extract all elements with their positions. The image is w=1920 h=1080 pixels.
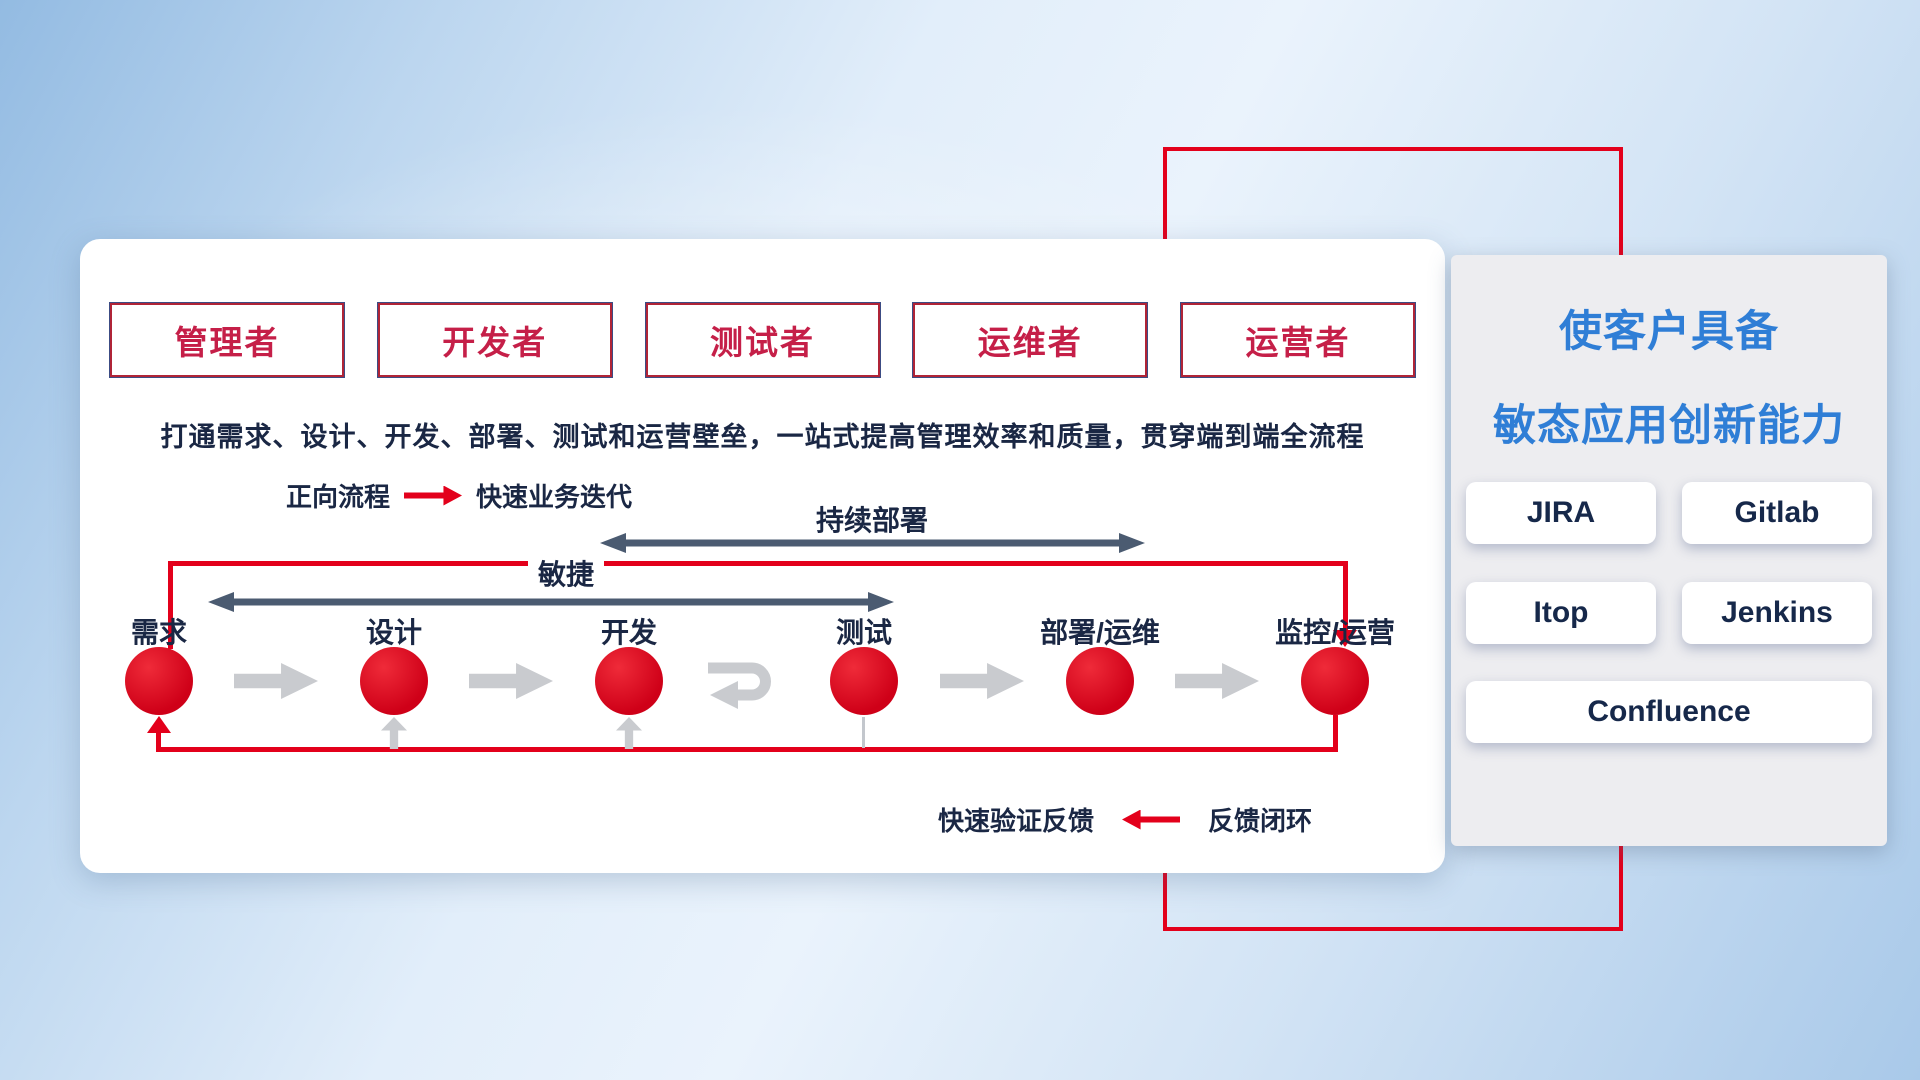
feedback-loop-arrowhead-icon	[147, 716, 171, 733]
feedback-connector-line	[862, 717, 865, 748]
stage-label-deploy-ops: 部署/运维	[1040, 617, 1160, 648]
role-box-manager: 管理者	[110, 303, 344, 377]
tool-jenkins: Jenkins	[1682, 582, 1872, 644]
tool-label: Jenkins	[1721, 596, 1833, 629]
flow-arrow-icon	[940, 663, 1024, 699]
feedback-label: 反馈闭环	[1208, 806, 1313, 836]
stage-node-testing	[830, 647, 898, 715]
stage-node-deploy-ops	[1066, 647, 1134, 715]
agile-label: 敏捷	[527, 553, 605, 593]
role-label: 测试者	[710, 324, 815, 361]
agile-arrow-icon	[208, 592, 894, 612]
feedback-desc: 快速验证反馈	[938, 806, 1095, 836]
tool-label: Confluence	[1587, 695, 1751, 728]
role-label: 管理者	[174, 324, 280, 361]
feedback-loop-bottom-line	[156, 747, 1338, 752]
tool-label: Gitlab	[1734, 496, 1820, 529]
forward-flow-label: 正向流程	[286, 482, 391, 512]
feedback-up-arrow-icon	[381, 717, 407, 749]
feedback-up-arrow-icon	[616, 717, 642, 749]
continuous-deployment-label: 持续部署	[815, 505, 929, 536]
capability-title-line1: 使客户具备	[1559, 308, 1779, 356]
stage-label-testing: 测试	[835, 617, 893, 648]
forward-loop-arrowhead-icon	[1333, 630, 1357, 647]
stage-label-requirement: 需求	[130, 617, 188, 648]
stage-label-monitor-operation: 监控/运营	[1275, 617, 1395, 648]
feedback-legend: 快速验证反馈 反馈闭环	[938, 801, 1312, 838]
forward-flow-legend: 正向流程 快速业务迭代	[286, 477, 632, 514]
flow-arrow-icon	[234, 663, 318, 699]
stage-label-development: 开发	[600, 617, 658, 648]
iteration-loop-arrow-icon	[708, 662, 771, 709]
capability-title-line2: 敏态应用创新能力	[1493, 402, 1845, 450]
feedback-loop-right-line	[1333, 715, 1338, 752]
stage-node-monitor-operation	[1301, 647, 1369, 715]
forward-arrow-icon	[404, 485, 463, 506]
tool-gitlab: Gitlab	[1682, 482, 1872, 544]
capability-panel: 使客户具备 敏态应用创新能力 JIRA Gitlab Itop Jenkins …	[1451, 255, 1887, 846]
role-label: 运营者	[1245, 324, 1351, 361]
forward-loop-right-line	[1343, 561, 1348, 631]
flow-arrow-icon	[1175, 663, 1259, 699]
stage-node-requirement	[125, 647, 193, 715]
tool-itop: Itop	[1466, 582, 1656, 644]
role-label: 运维者	[977, 324, 1083, 361]
role-label: 开发者	[442, 324, 548, 361]
role-box-operator: 运营者	[1181, 303, 1415, 377]
stage-node-development	[595, 647, 663, 715]
stage-label-design: 设计	[365, 617, 423, 648]
continuous-deployment-arrow-icon	[600, 533, 1145, 553]
feedback-loop-left-line	[156, 732, 161, 752]
devops-flow-panel: 管理者 开发者 测试者 运维者 运营者 打通需求、设计、开发、部署、测试和运营壁…	[80, 239, 1445, 873]
panel-subtitle: 打通需求、设计、开发、部署、测试和运营壁垒，一站式提高管理效率和质量，贯穿端到端…	[160, 422, 1365, 452]
role-box-tester: 测试者	[645, 303, 880, 377]
tool-label: Itop	[1533, 596, 1589, 629]
stage-node-design	[360, 647, 428, 715]
role-box-ops: 运维者	[913, 303, 1148, 377]
forward-flow-desc: 快速业务迭代	[476, 482, 633, 512]
tool-label: JIRA	[1526, 496, 1596, 529]
roles-row: 管理者 开发者 测试者 运维者 运营者	[110, 303, 1415, 377]
role-box-developer: 开发者	[377, 303, 612, 377]
tool-jira: JIRA	[1466, 482, 1656, 544]
forward-loop-top-line	[168, 561, 1348, 566]
tool-confluence: Confluence	[1466, 681, 1872, 743]
feedback-arrow-icon	[1122, 809, 1181, 830]
flow-arrow-icon	[469, 663, 553, 699]
forward-loop-left-line	[168, 561, 173, 649]
